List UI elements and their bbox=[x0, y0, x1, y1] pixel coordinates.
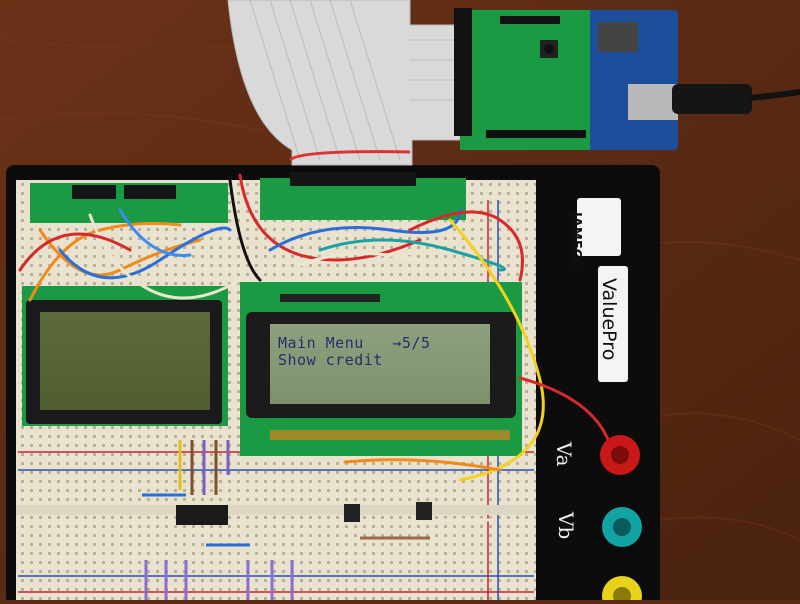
ribbon-red-stripe bbox=[288, 150, 411, 162]
brand-box bbox=[577, 198, 621, 256]
model-box bbox=[598, 266, 628, 382]
lcd-line-1: Main Menu →5/5 bbox=[278, 334, 431, 352]
terminal-vb bbox=[602, 507, 642, 547]
terminal-label-va: Va bbox=[552, 442, 576, 467]
terminal-va bbox=[600, 435, 640, 475]
push-button-1 bbox=[344, 504, 360, 522]
lcd-right bbox=[240, 282, 522, 456]
brand-logo: JAMECO bbox=[568, 212, 583, 270]
ic-chip bbox=[176, 505, 228, 525]
usb-cable bbox=[628, 84, 800, 120]
model-label: ValuePro bbox=[598, 278, 620, 361]
ribbon-lines bbox=[249, 0, 460, 161]
lcd-line-2: Show credit bbox=[278, 351, 383, 369]
vertical-jumpers bbox=[142, 440, 492, 600]
pin-header bbox=[72, 185, 116, 199]
arduino-board bbox=[454, 8, 678, 150]
lcd-left bbox=[22, 286, 228, 426]
terminal-label-vb: Vb bbox=[554, 512, 578, 540]
ribbon-connector bbox=[290, 172, 416, 186]
push-button-2 bbox=[416, 502, 432, 520]
pin-header-2 bbox=[124, 185, 176, 199]
